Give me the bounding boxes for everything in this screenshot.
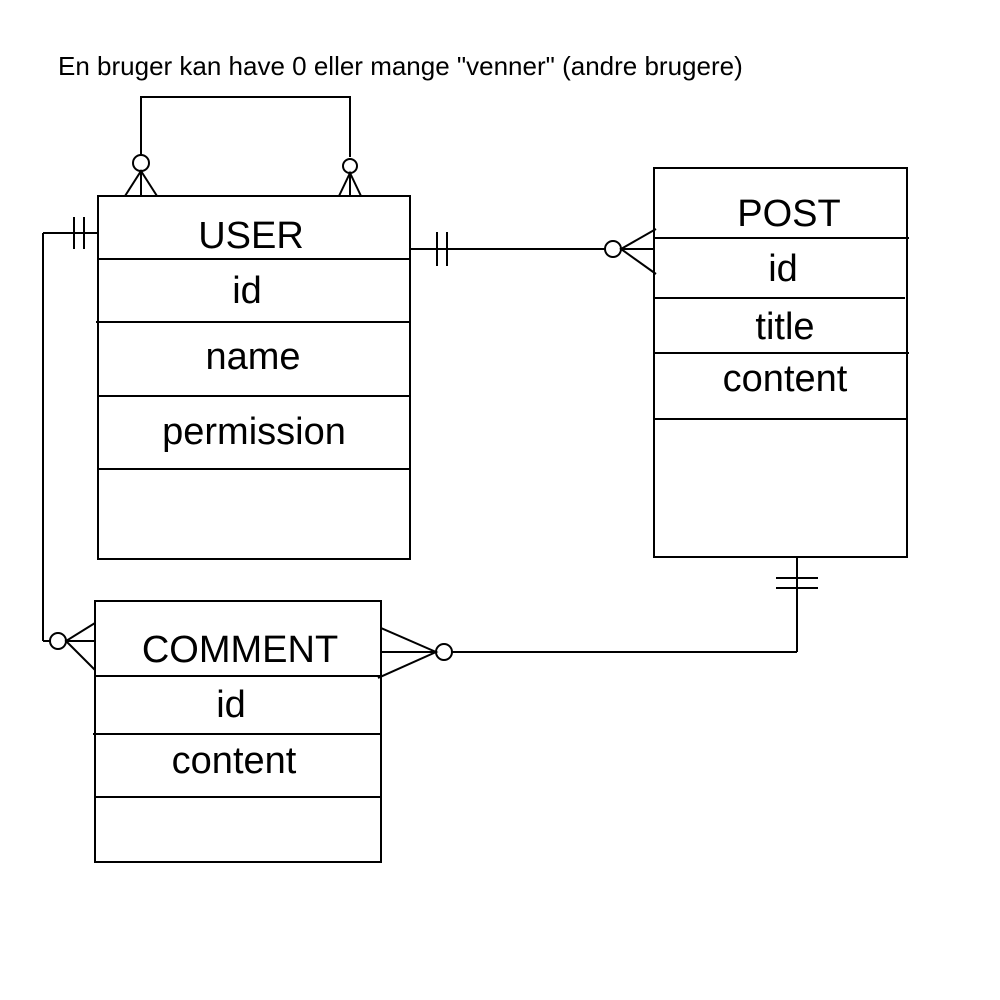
relationship-user-friends	[124, 96, 362, 197]
entity-post-field-title: title	[755, 306, 814, 348]
diagram-caption: En bruger kan have 0 eller mange "venner…	[58, 51, 743, 81]
entity-post-field-id: id	[768, 248, 798, 290]
entity-post[interactable]: POST id title content	[653, 167, 909, 558]
relationship-user-comment	[42, 217, 98, 671]
entity-user-field-permission: permission	[162, 411, 346, 453]
zero-marker	[132, 154, 150, 172]
entity-comment-field-content: content	[172, 740, 297, 782]
entity-user-title: USER	[198, 215, 304, 257]
relationship-post-comment	[377, 557, 818, 679]
crowfoot-many-marker	[64, 622, 96, 671]
entity-post-field-content: content	[723, 358, 848, 400]
entity-post-title: POST	[737, 193, 840, 235]
zero-marker	[49, 632, 67, 650]
entity-comment-field-id: id	[216, 684, 246, 726]
entity-user-field-name: name	[205, 336, 300, 378]
entity-user-field-id: id	[232, 270, 262, 312]
entity-comment[interactable]: COMMENT id content	[93, 600, 382, 863]
entity-user[interactable]: USER id name permission	[96, 195, 411, 560]
entity-comment-title: COMMENT	[142, 629, 338, 671]
crowfoot-many-marker	[619, 228, 657, 275]
relationship-user-post	[410, 228, 657, 275]
zero-marker	[604, 240, 622, 258]
